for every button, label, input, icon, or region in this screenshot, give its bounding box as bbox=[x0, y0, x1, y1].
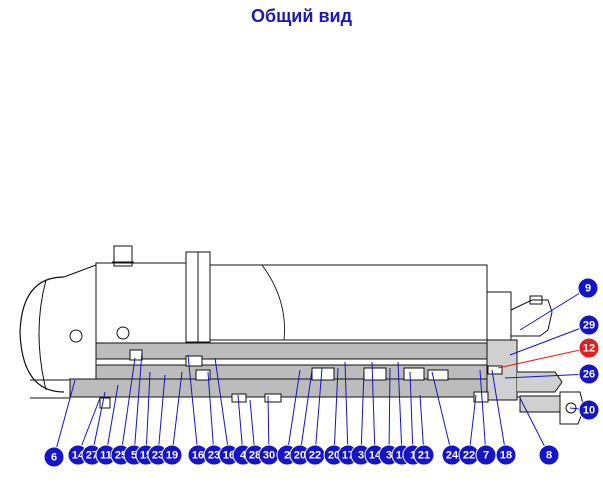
leader-line-c-13 bbox=[397, 361, 403, 456]
callout-c-18[interactable]: 18 bbox=[495, 444, 517, 466]
leader-line-c-7 bbox=[479, 369, 487, 456]
callout-label: 12 bbox=[583, 343, 595, 355]
callout-label: 19 bbox=[166, 450, 178, 462]
callout-label: 6 bbox=[51, 452, 57, 464]
callout-label: 9 bbox=[585, 283, 591, 295]
callout-c-21[interactable]: 21 bbox=[413, 444, 435, 466]
callout-label: 1 bbox=[410, 450, 416, 462]
leader-line-c-9 bbox=[519, 287, 589, 331]
callout-label: 5 bbox=[131, 450, 137, 462]
callout-label: 26 bbox=[583, 369, 595, 381]
leader-line-c-16b bbox=[214, 357, 230, 456]
callout-label: 28 bbox=[249, 450, 261, 462]
leader-line-c-11 bbox=[105, 384, 119, 456]
callout-circle bbox=[495, 444, 517, 466]
leader-line-c-26 bbox=[504, 373, 590, 379]
leader-line-c-14b bbox=[371, 361, 376, 456]
callout-circle bbox=[578, 314, 600, 336]
callout-c-10[interactable]: 10 bbox=[578, 399, 600, 421]
callout-label: 21 bbox=[418, 450, 430, 462]
leader-line-c-3a bbox=[360, 369, 365, 456]
callout-label: 22 bbox=[309, 450, 321, 462]
leader-line-c-3b bbox=[388, 367, 391, 456]
callout-c-12[interactable]: 12 bbox=[578, 337, 600, 359]
leader-line-c-29 bbox=[509, 324, 590, 356]
leader-line-c-8 bbox=[519, 397, 550, 456]
leader-line-c-5 bbox=[133, 351, 143, 456]
leader-line-c-25 bbox=[120, 357, 136, 456]
callout-c-6[interactable]: 6 bbox=[43, 446, 65, 468]
callout-label: 2 bbox=[284, 450, 290, 462]
callout-label: 11 bbox=[100, 450, 112, 462]
callout-c-8[interactable]: 8 bbox=[538, 444, 560, 466]
callout-circle bbox=[578, 337, 600, 359]
callout-label: 3 bbox=[386, 450, 392, 462]
callout-label: 14 bbox=[369, 450, 382, 462]
leader-line-c-20b bbox=[333, 367, 339, 456]
callout-circle bbox=[578, 399, 600, 421]
callout-label: 14 bbox=[72, 450, 85, 462]
section-view bbox=[30, 339, 585, 425]
callout-circle bbox=[161, 444, 183, 466]
callout-circle bbox=[413, 444, 435, 466]
callout-c-29[interactable]: 29 bbox=[578, 314, 600, 336]
leader-line-c-2 bbox=[286, 369, 301, 456]
leader-line-c-18 bbox=[491, 369, 507, 456]
leader-line-c-19 bbox=[171, 371, 183, 456]
leader-line-c-6 bbox=[53, 379, 76, 458]
callout-label: 20 bbox=[294, 450, 306, 462]
leader-line-c-16a bbox=[187, 354, 199, 456]
callout-label: 4 bbox=[240, 450, 247, 462]
callout-circle bbox=[578, 363, 600, 385]
callout-circle bbox=[43, 446, 65, 468]
callout-label: 10 bbox=[583, 405, 595, 417]
callout-circle bbox=[538, 444, 560, 466]
callout-c-26[interactable]: 26 bbox=[578, 363, 600, 385]
diagram-title: Общий вид bbox=[251, 6, 352, 26]
callout-label: 16 bbox=[223, 450, 235, 462]
leader-line-c-22a bbox=[314, 367, 323, 456]
callout-label: 20 bbox=[328, 450, 340, 462]
leader-lines bbox=[53, 287, 590, 458]
callout-circle bbox=[577, 277, 599, 299]
leader-line-c-12 bbox=[497, 347, 590, 369]
callout-label: 3 bbox=[358, 450, 364, 462]
callout-label: 30 bbox=[263, 450, 275, 462]
callout-c-9[interactable]: 9 bbox=[577, 277, 599, 299]
callout-label: 23 bbox=[208, 450, 220, 462]
callout-label: 27 bbox=[86, 450, 98, 462]
callout-label: 23 bbox=[152, 450, 164, 462]
callout-c-30[interactable]: 30 bbox=[258, 444, 280, 466]
callout-c-19[interactable]: 19 bbox=[161, 444, 183, 466]
leader-line-c-1 bbox=[409, 371, 414, 456]
leader-line-c-15 bbox=[145, 371, 151, 456]
leader-line-c-27 bbox=[91, 391, 106, 456]
callout-label: 7 bbox=[483, 450, 489, 462]
callout-label: 29 bbox=[583, 320, 595, 332]
callout-label: 24 bbox=[446, 450, 459, 462]
callout-label: 16 bbox=[192, 450, 204, 462]
callout-label: 8 bbox=[546, 450, 552, 462]
leader-line-c-20a bbox=[299, 369, 313, 456]
callout-label: 22 bbox=[463, 450, 475, 462]
leader-line-c-23b bbox=[207, 371, 215, 456]
leader-line-c-17 bbox=[344, 361, 349, 456]
callout-c-22a[interactable]: 22 bbox=[304, 444, 326, 466]
callout-label: 18 bbox=[500, 450, 512, 462]
callout-c-20a[interactable]: 20 bbox=[289, 444, 311, 466]
leader-line-c-23a bbox=[157, 374, 166, 456]
leader-line-c-24 bbox=[431, 371, 453, 456]
callout-c-7[interactable]: 7 bbox=[475, 444, 497, 466]
